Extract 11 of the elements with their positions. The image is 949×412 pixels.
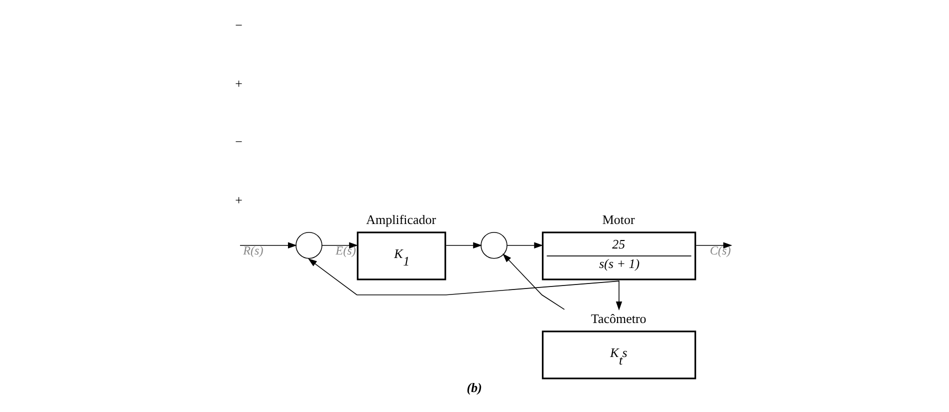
edge-label: E(s) <box>336 243 356 258</box>
label: + <box>235 76 242 91</box>
label: − <box>235 134 242 150</box>
node-label: Tacômetro <box>591 311 646 326</box>
node-label: Motor <box>602 212 635 228</box>
edge-label: C(s) <box>710 243 731 258</box>
label: + <box>235 192 242 208</box>
node-label: Amplificador <box>366 212 436 228</box>
edge-label: R(s) <box>243 243 264 258</box>
label: − <box>235 17 242 32</box>
caption: (b) <box>466 380 482 396</box>
